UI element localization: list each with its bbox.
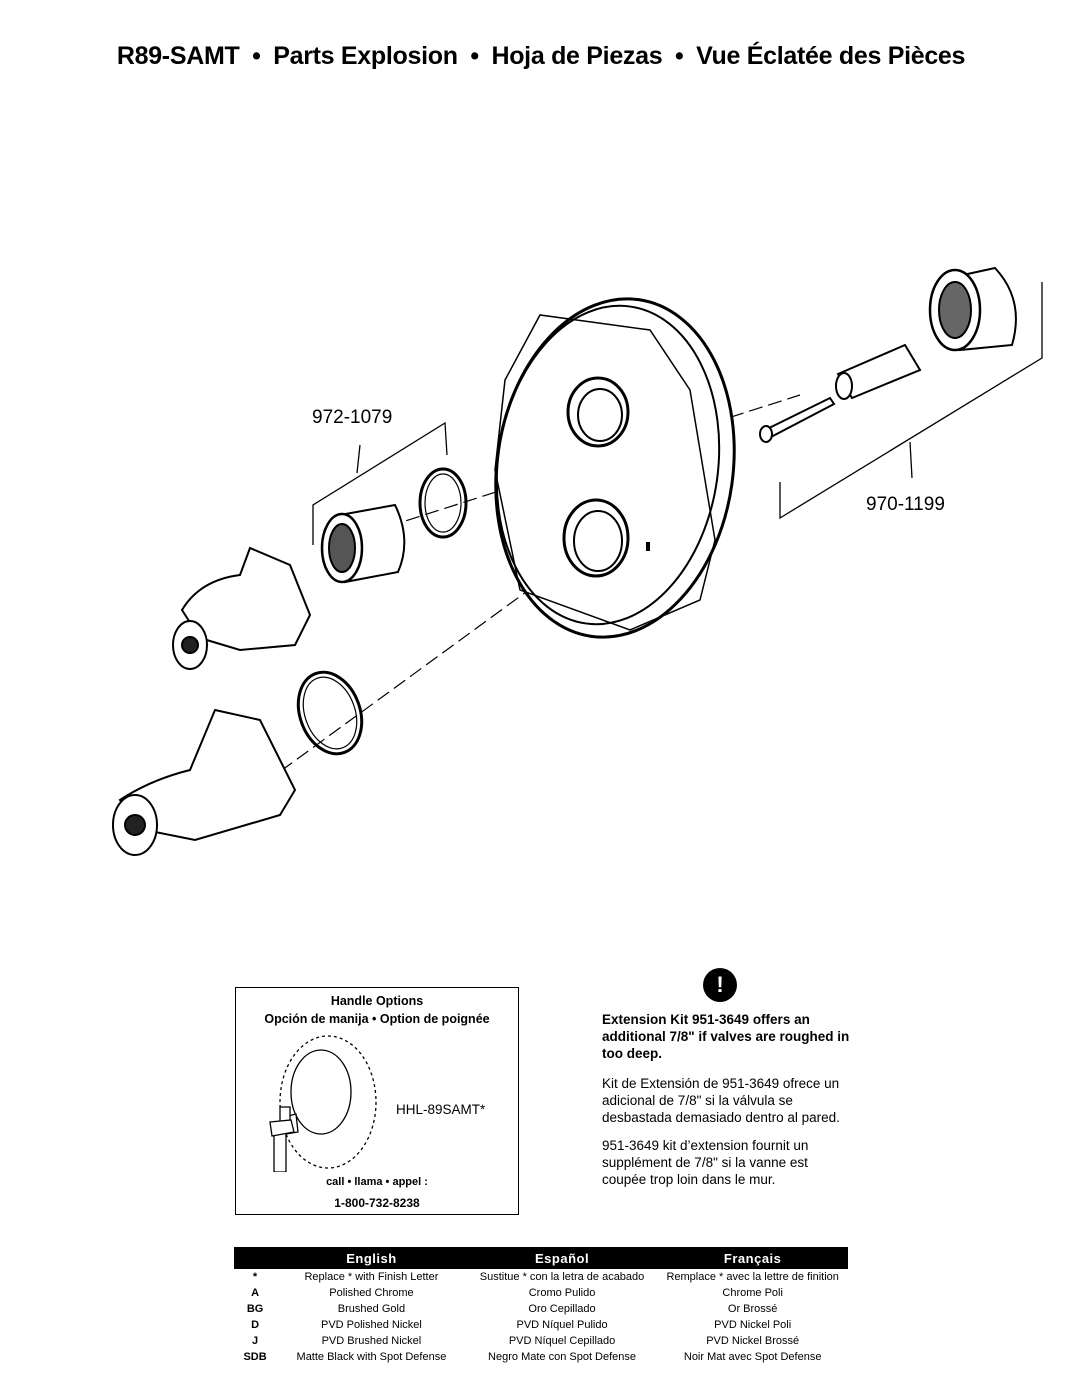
- title-spanish: Hoja de Piezas: [491, 42, 663, 70]
- part-label-970-1199: 970-1199: [866, 494, 945, 515]
- finish-french: Or Brossé: [727, 1303, 778, 1315]
- finish-code: J: [252, 1335, 259, 1347]
- parts-explosion-diagram: 972-1079 970-1199: [112, 266, 1043, 856]
- table-row: SDB Matte Black with Spot Defense Negro …: [234, 1349, 848, 1365]
- table-row: * Replace * with Finish Letter Sustitue …: [234, 1269, 848, 1285]
- title-separator: •: [252, 42, 261, 70]
- table-row: D PVD Polished Nickel PVD Níquel Pulido …: [234, 1317, 848, 1333]
- table-row: J PVD Brushed Nickel PVD Níquel Cepillad…: [234, 1333, 848, 1349]
- page-title: R89-SAMT • Parts Explosion • Hoja de Pie…: [0, 42, 1082, 71]
- trim-plate: [494, 297, 736, 639]
- table-row: BG Brushed Gold Oro Cepillado Or Brossé: [234, 1301, 848, 1317]
- extension-stem: [835, 343, 922, 400]
- o-ring-upper: [418, 467, 468, 539]
- title-separator: •: [674, 42, 684, 70]
- title-english: Parts Explosion: [273, 42, 458, 70]
- table-row: A Polished Chrome Cromo Pulido Chrome Po…: [234, 1285, 848, 1301]
- finish-code: *: [252, 1271, 258, 1283]
- finish-english: Brushed Gold: [337, 1303, 406, 1315]
- model-number: R89-SAMT: [116, 42, 240, 70]
- extension-screw: [759, 396, 836, 443]
- handle-model-number: HHL-89SAMT*: [396, 1102, 486, 1117]
- extension-note-spanish: Kit de Extensión de 951-3649 ofrece un a…: [602, 1076, 840, 1125]
- header-code: [234, 1247, 277, 1269]
- finish-french: Chrome Poli: [722, 1287, 783, 1299]
- part-label-972-1079: 972-1079: [312, 407, 392, 428]
- handle-upper: [172, 546, 312, 670]
- finish-english: PVD Brushed Nickel: [321, 1335, 422, 1347]
- exclamation-icon: !: [703, 968, 737, 1002]
- finish-spanish: Sustitue * con la letra de acabado: [479, 1271, 645, 1283]
- handle-options-box: Handle Options Opción de manija • Option…: [235, 987, 519, 1215]
- bracket-972-1079: [312, 421, 448, 545]
- handle-options-title: Handle Options: [330, 994, 424, 1008]
- handle-lower: [112, 708, 297, 856]
- extension-note-french: 951-3649 kit d’extension fournit un supp…: [602, 1138, 809, 1187]
- bracket-970-1199: [779, 282, 1043, 520]
- header-spanish: Español: [466, 1247, 658, 1269]
- finish-spanish: PVD Níquel Cepillado: [508, 1335, 616, 1347]
- finish-english: Matte Black with Spot Defense: [296, 1351, 447, 1363]
- finish-table-header: English Español Français: [234, 1247, 848, 1269]
- extension-sleeve: [928, 266, 1017, 352]
- finish-spanish: Oro Cepillado: [528, 1303, 596, 1315]
- finish-french: Remplace * avec la lettre de finition: [666, 1271, 839, 1283]
- diverter-cartridge: [320, 503, 406, 584]
- finish-code: BG: [246, 1303, 264, 1315]
- lever-handle-sketch: [269, 1035, 377, 1172]
- finish-code: SDB: [243, 1351, 267, 1363]
- finish-code: A: [251, 1287, 260, 1299]
- finish-french: Noir Mat avec Spot Defense: [683, 1351, 822, 1363]
- finish-english: Replace * with Finish Letter: [304, 1271, 439, 1283]
- finish-table: English Español Français * Replace * wit…: [234, 1247, 848, 1365]
- finish-english: PVD Polished Nickel: [320, 1319, 422, 1331]
- finish-french: PVD Nickel Poli: [714, 1319, 792, 1331]
- title-separator: •: [470, 42, 479, 70]
- call-label: call • llama • appel :: [326, 1176, 428, 1188]
- finish-spanish: Negro Mate con Spot Defense: [488, 1351, 637, 1363]
- header-french: Français: [657, 1247, 848, 1269]
- finish-spanish: PVD Níquel Pulido: [516, 1319, 608, 1331]
- title-french: Vue Éclatée des Pièces: [696, 42, 966, 70]
- phone-number: 1-800-732-8238: [334, 1196, 420, 1210]
- finish-spanish: Cromo Pulido: [528, 1287, 596, 1299]
- o-ring-lower: [296, 670, 364, 756]
- finish-english: Polished Chrome: [329, 1287, 414, 1299]
- finish-code: D: [251, 1319, 260, 1331]
- extension-note-english: Extension Kit 951-3649 offers an additio…: [602, 1012, 850, 1061]
- header-english: English: [276, 1247, 467, 1269]
- finish-french: PVD Nickel Brossé: [706, 1335, 800, 1347]
- handle-options-subtitle: Opción de manija • Option de poignée: [264, 1012, 490, 1026]
